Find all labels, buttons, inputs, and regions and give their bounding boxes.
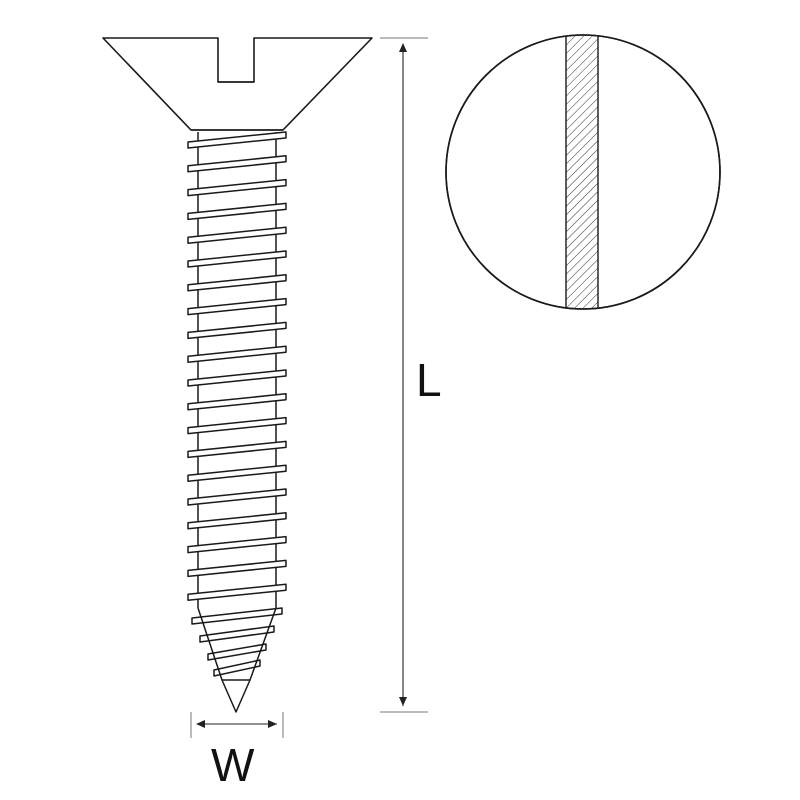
thread-crest <box>187 202 287 221</box>
thread-crest-taper <box>213 659 261 677</box>
thread-crest <box>187 369 287 387</box>
thread-crest <box>187 416 287 435</box>
thread-crest-taper <box>199 625 275 643</box>
screw-head <box>102 37 373 131</box>
thread-crest <box>187 488 287 506</box>
thread-crest <box>187 297 287 316</box>
thread-crest <box>187 178 287 197</box>
thread-crest <box>187 250 287 268</box>
thread-crest <box>187 345 287 363</box>
taper-left-edge <box>197 607 223 681</box>
thread-crest <box>187 155 287 173</box>
screw-shank <box>187 131 287 681</box>
tip-point <box>221 679 251 713</box>
width-dimension: W <box>190 712 284 791</box>
length-label: L <box>416 354 442 406</box>
thread-crest <box>187 535 287 554</box>
width-label: W <box>211 739 255 791</box>
thread-crest-taper <box>207 643 267 661</box>
thread-crest <box>187 559 287 578</box>
slot-hatched <box>565 35 599 309</box>
thread-crest <box>187 131 287 149</box>
thread-crest <box>187 226 287 244</box>
taper-right-edge <box>249 607 277 681</box>
screw-tip <box>221 679 251 713</box>
thread-crest <box>187 321 287 340</box>
thread-crest <box>187 274 287 292</box>
thread-crest <box>187 393 287 411</box>
head-outline <box>102 37 373 131</box>
thread-crest <box>187 440 287 459</box>
thread-crest <box>187 512 287 530</box>
length-dimension: L <box>380 37 442 713</box>
thread-crest <box>187 464 287 482</box>
thread-crest-taper <box>191 607 283 625</box>
head-top-view <box>445 34 721 310</box>
thread-crest <box>187 583 287 601</box>
